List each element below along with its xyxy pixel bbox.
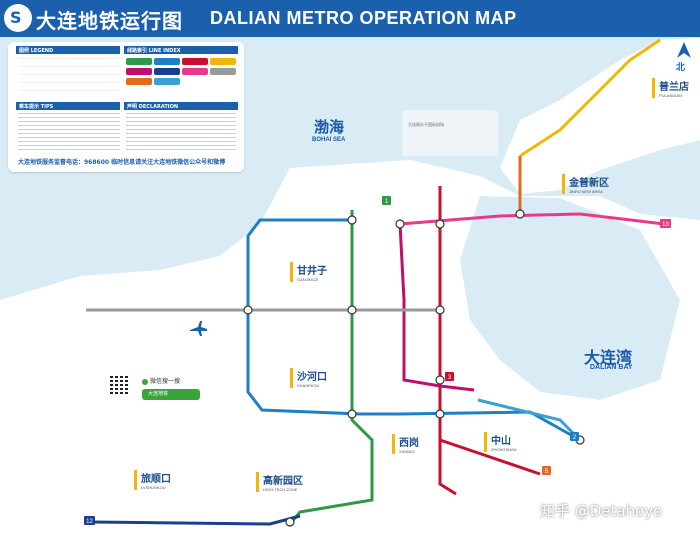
land-north-peninsula (500, 38, 700, 194)
declaration-head: 声明 DECLARATION (124, 102, 238, 110)
line-3-route (438, 186, 457, 496)
tips-text-block (18, 113, 120, 153)
line-south-red-route (439, 438, 541, 476)
bohai-sea-cn: 渤海 (314, 118, 345, 136)
declaration-text-block (126, 113, 236, 153)
legend-panel: 图例 LEGEND 线路索引 LINE INDEX 乘车提示 TIPS 声明 D… (8, 42, 244, 172)
header-bar: S 大连地铁运行图 DALIAN METRO OPERATION MAP (0, 0, 700, 37)
station-interchange (435, 305, 445, 315)
map-title-cn: 大连地铁运行图 (36, 9, 183, 33)
map-title-en: DALIAN METRO OPERATION MAP (210, 8, 517, 28)
airplane-icon (190, 321, 207, 336)
wechat-search-label: 微信搜一搜 (142, 376, 180, 385)
airport-box: 大连周水子国际机场 (402, 110, 498, 156)
north-arrow-icon: 北 (676, 42, 692, 73)
wechat-search-box[interactable]: 大连地铁 (142, 389, 200, 400)
line-12-badge (84, 516, 95, 525)
service-hotline: 大连地铁服务监督电话：968600 临时信息请关注大连地铁微信公众号和微博 (18, 159, 226, 166)
dalian-bay-cn: 大连湾 (584, 348, 633, 367)
station-interchange (285, 517, 295, 527)
airport-label: 大连周水子国际机场 (408, 122, 444, 127)
station-interchange (347, 305, 357, 315)
line-1-route (288, 210, 374, 525)
line-north-route (519, 38, 661, 158)
land-east-shore (520, 360, 700, 544)
wechat-icon (142, 378, 148, 385)
station-interchange (395, 219, 405, 229)
line-2-badge-text: 2 (573, 435, 577, 441)
line-3-badge-text: 3 (448, 375, 452, 381)
dalian-bay-en: DALIAN BAY (590, 364, 633, 371)
station-interchange (243, 305, 253, 315)
line-1-badge-text: 1 (385, 199, 389, 205)
bay-water (460, 196, 680, 400)
line-2-badge (570, 432, 579, 441)
line-3-badge (445, 372, 454, 381)
line-index-head: 线路索引 LINE INDEX (124, 46, 238, 54)
bohai-sea-en: BOHAI SEA (312, 137, 346, 143)
line-13-route (399, 212, 665, 226)
station-interchange (435, 219, 445, 229)
line-index-grid (126, 58, 236, 96)
station-interchange (347, 409, 357, 419)
line-13-badge-text: 13 (662, 222, 669, 228)
station-interchange (515, 209, 525, 219)
metro-logo-icon: S (4, 4, 32, 32)
line-5-badge (542, 466, 551, 475)
line-12-badge-text: 12 (86, 519, 93, 525)
line-13-badge (660, 219, 671, 228)
line-2-route (246, 218, 581, 442)
line-1-badge (382, 196, 391, 205)
legend-head: 图例 LEGEND (16, 46, 120, 54)
zhihu-watermark: 知乎 @Detahoyo (540, 502, 663, 520)
station-interchange (435, 375, 445, 385)
line-badges: 1 2 3 5 12 13 (84, 196, 671, 525)
qr-code (108, 374, 130, 396)
station-interchange (435, 409, 445, 419)
tips-head: 乘车提示 TIPS (16, 102, 120, 110)
line-5-route (398, 223, 475, 392)
line-5-badge-text: 5 (545, 469, 549, 475)
station-interchange (347, 215, 357, 225)
legend-symbols (20, 58, 120, 96)
